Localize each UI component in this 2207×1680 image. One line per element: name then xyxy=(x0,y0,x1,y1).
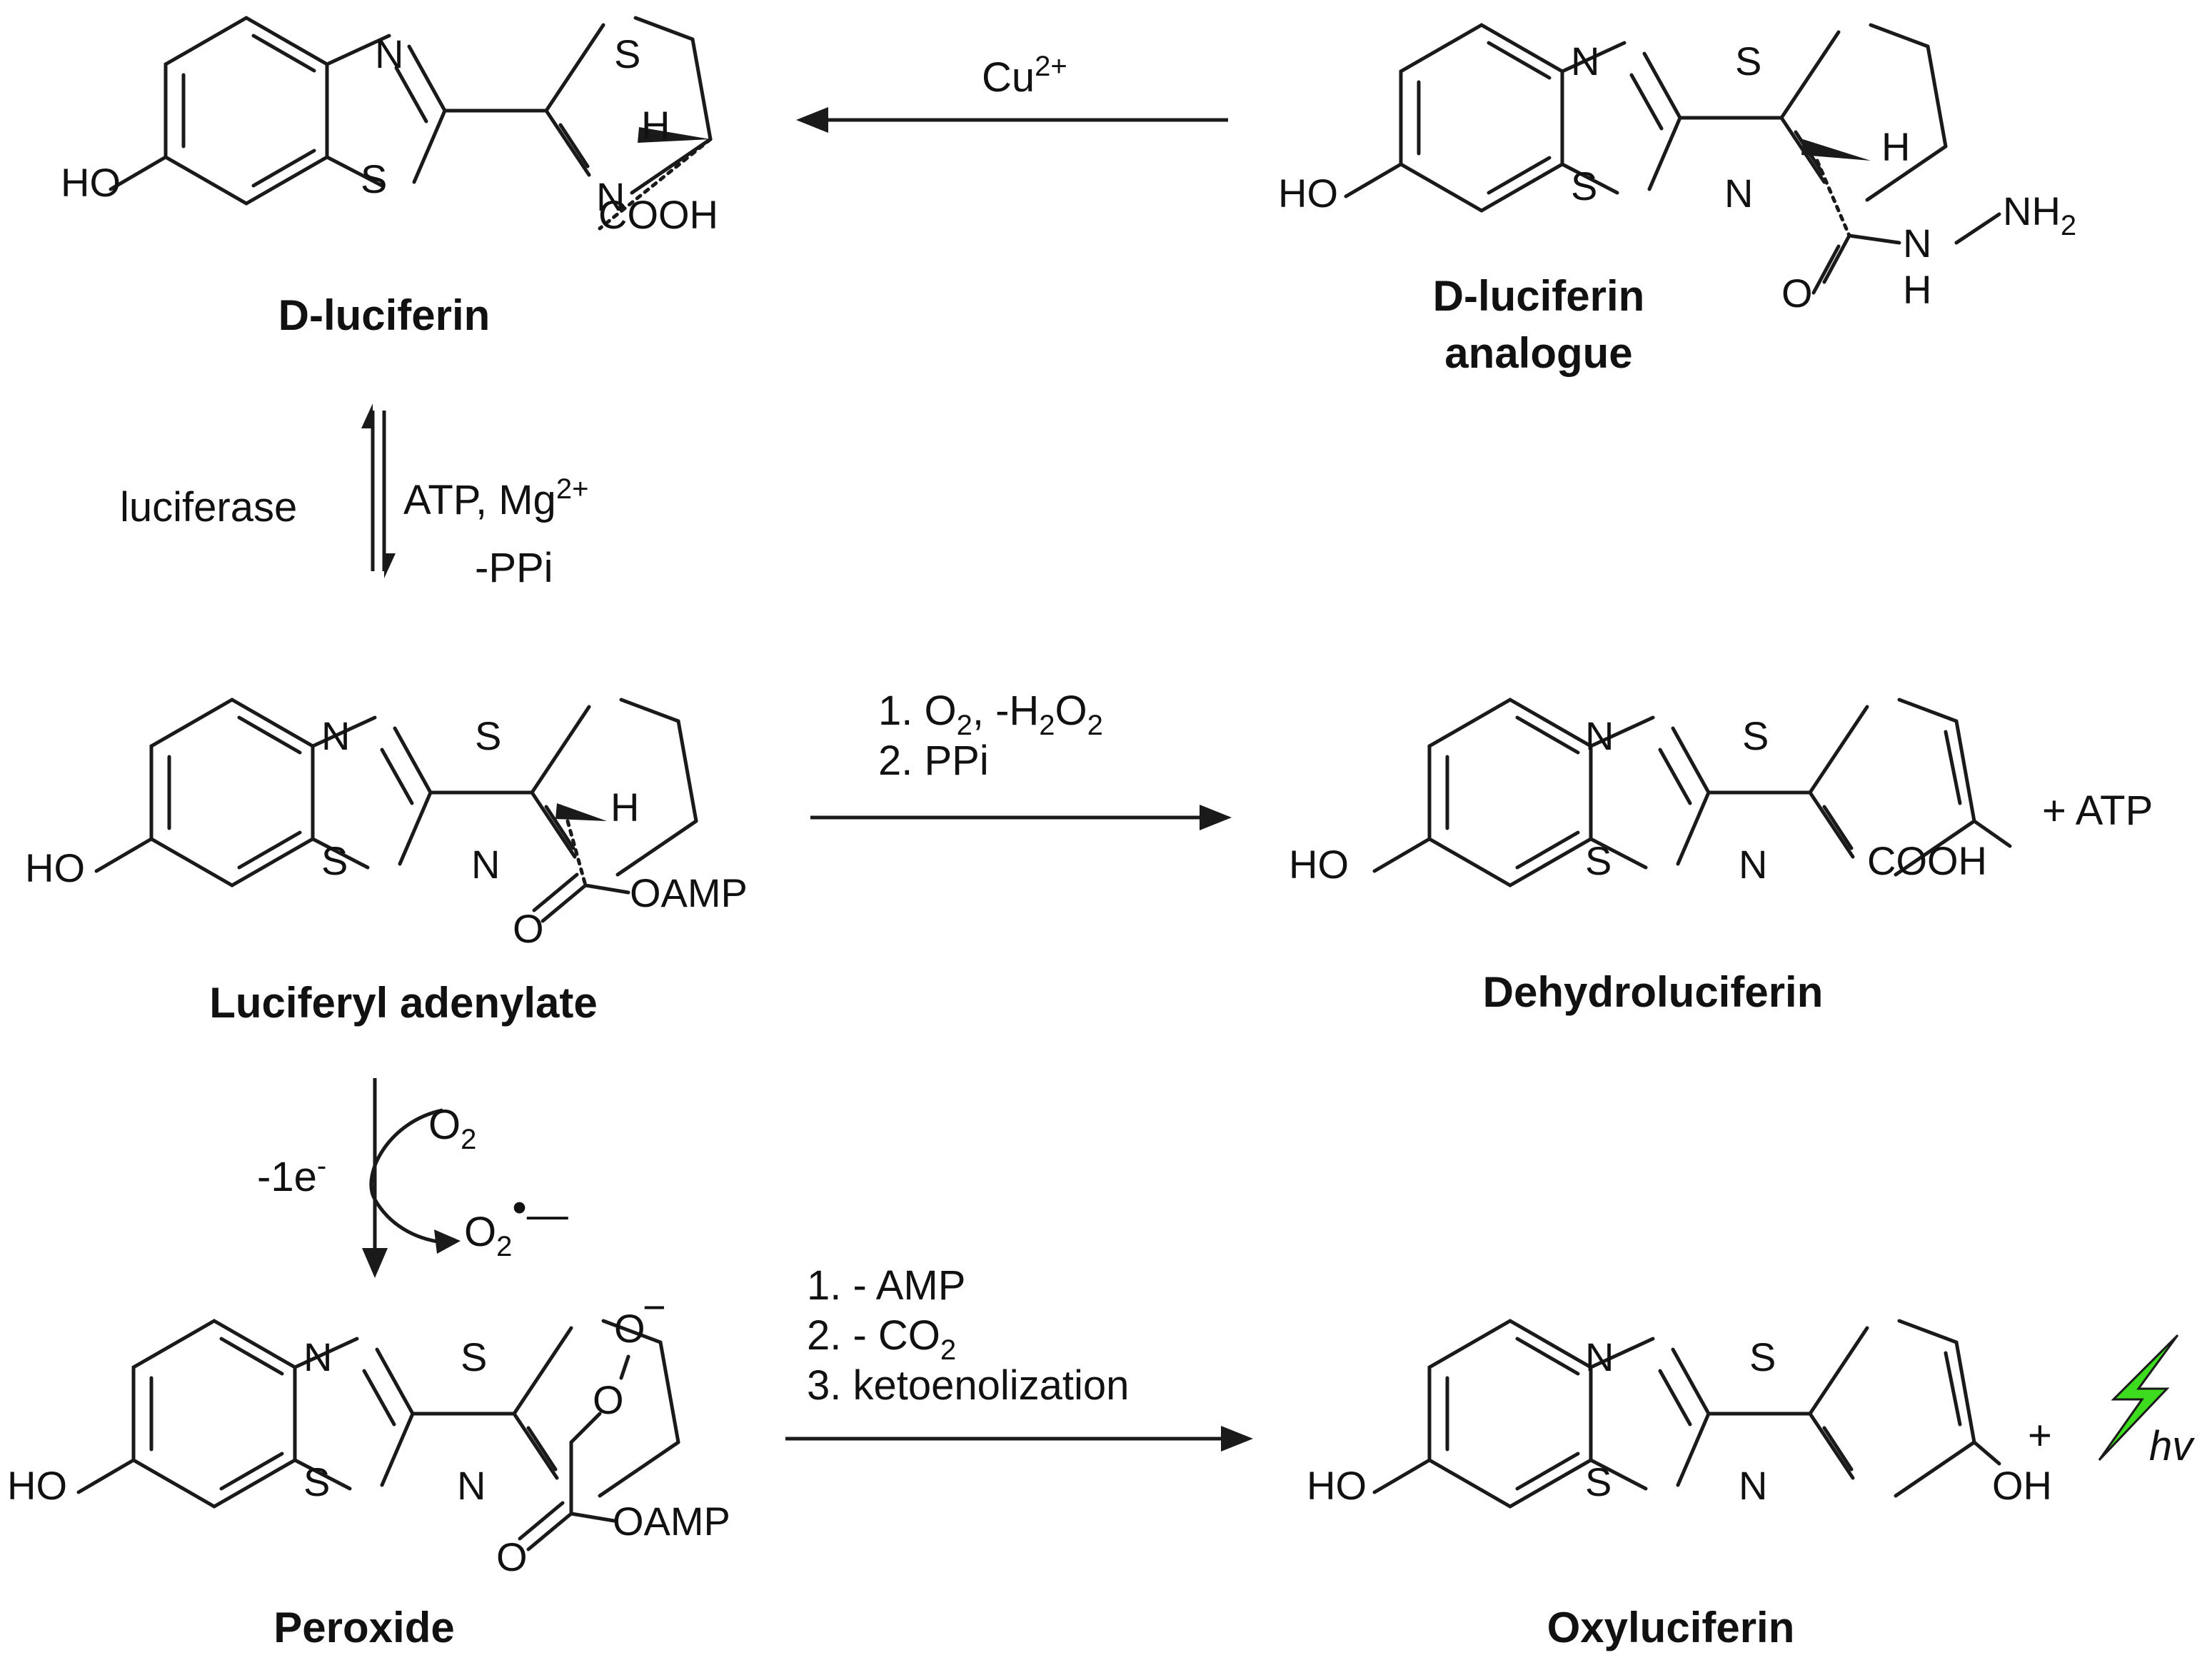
oamp-group: OAMP xyxy=(630,870,748,915)
carboxyl-group: COOH xyxy=(598,192,718,237)
atom-n: N xyxy=(457,1463,486,1508)
atom-ho: HO xyxy=(25,845,85,890)
condition-ppi: -PPi xyxy=(475,545,553,591)
condition-dehydro-step2: 2. PPi xyxy=(878,738,989,784)
condition-oxy-step2: 2. - CO2 xyxy=(807,1312,956,1366)
arrow-to-peroxide xyxy=(362,1078,461,1278)
condition-copper: Cu2+ xyxy=(982,51,1067,101)
plus-atp: + ATP xyxy=(2042,788,2153,834)
hashed-bond xyxy=(565,819,588,887)
atom-ho: HO xyxy=(7,1463,67,1508)
condition-electron: -1e- xyxy=(257,1150,326,1200)
atom-n: N xyxy=(1739,842,1767,887)
equilibrium-arrows xyxy=(361,403,396,578)
compound-name-analogue-line1: D-luciferin xyxy=(1433,272,1645,320)
atom-s: S xyxy=(1735,39,1761,84)
atom-h: H xyxy=(641,103,670,148)
wedge-bond xyxy=(1801,139,1871,161)
atom-s: S xyxy=(614,31,640,76)
oamp-group: OAMP xyxy=(613,1499,730,1544)
atom-ho: HO xyxy=(1289,842,1349,887)
negative-charge: − xyxy=(643,1284,666,1329)
atom-h: H xyxy=(1881,124,1910,169)
compound-name-oxyluciferin: Oxyluciferin xyxy=(1547,1604,1795,1651)
d-luciferin-structure: N S HO S N H COOH xyxy=(61,18,718,237)
atom-s: S xyxy=(1749,1334,1776,1379)
atom-n: N xyxy=(375,31,403,76)
atom-o: O xyxy=(614,1306,645,1351)
atom-s: S xyxy=(303,1459,330,1504)
hashed-bond xyxy=(598,137,713,231)
plus-sign: + xyxy=(2028,1412,2052,1459)
compound-name-analogue-line2: analogue xyxy=(1444,329,1632,377)
condition-oxy-step1: 1. - AMP xyxy=(807,1262,965,1309)
atom-o: O xyxy=(513,906,544,951)
amino-group: NH2 xyxy=(2003,188,2076,241)
atom-s: S xyxy=(1742,713,1769,758)
atom-s: S xyxy=(461,1334,487,1379)
atom-n: N xyxy=(321,713,350,758)
condition-oxy-step3: 3. ketoenolization xyxy=(807,1362,1129,1409)
arrow-to-dehydroluciferin xyxy=(810,805,1232,830)
hydroxyl-group: OH xyxy=(1992,1463,2052,1508)
atom-s: S xyxy=(1571,164,1597,208)
atom-s: S xyxy=(321,838,348,883)
atom-n: N xyxy=(303,1334,332,1379)
atom-n: N xyxy=(471,842,500,887)
compound-name-d-luciferin: D-luciferin xyxy=(278,291,491,339)
condition-luciferase: luciferase xyxy=(120,484,297,530)
compound-name-peroxide: Peroxide xyxy=(273,1604,454,1651)
atom-s: S xyxy=(361,156,387,201)
condition-dehydro-step1: 1. O2, -H2O2 xyxy=(878,688,1103,741)
atom-n: N xyxy=(1724,171,1753,216)
atom-ho: HO xyxy=(61,160,121,205)
photon-label: hv xyxy=(2149,1423,2195,1469)
atom-n: N xyxy=(1739,1463,1767,1508)
atom-h: H xyxy=(1903,267,1931,312)
wedge-bond xyxy=(555,803,607,821)
atom-o: O xyxy=(496,1534,528,1579)
compound-name-adenylate: Luciferyl adenylate xyxy=(209,979,598,1027)
d-luciferin-analogue-structure: N S HO S N H O N H NH2 xyxy=(1278,25,2076,316)
atom-s: S xyxy=(475,713,501,758)
oxyluciferin-structure: N S HO S N OH xyxy=(1307,1321,2052,1508)
atom-o: O xyxy=(593,1377,624,1422)
atom-h: H xyxy=(610,785,639,830)
atom-n: N xyxy=(1571,39,1599,84)
hashed-bond xyxy=(1815,159,1851,238)
luciferyl-adenylate-structure: N S HO S N H O OAMP xyxy=(25,700,748,951)
condition-o2-in: O2 xyxy=(428,1102,476,1155)
lightning-bolt-icon xyxy=(2098,1334,2179,1462)
arrow-to-oxyluciferin xyxy=(785,1426,1253,1452)
arrow-analogue-to-luciferin xyxy=(796,107,1228,133)
peroxide-structure: N S HO S N O O − O OAMP xyxy=(7,1284,730,1579)
atom-ho: HO xyxy=(1278,171,1338,216)
atom-o: O xyxy=(1781,271,1813,316)
carboxyl-group: COOH xyxy=(1867,838,1987,883)
atom-ho: HO xyxy=(1307,1463,1367,1508)
atom-n: N xyxy=(1585,713,1614,758)
dehydroluciferin-structure: N S HO S N COOH xyxy=(1289,700,2012,887)
compound-name-dehydroluciferin: Dehydroluciferin xyxy=(1483,968,1824,1016)
condition-superoxide: O2•— xyxy=(464,1184,568,1262)
atom-n: N xyxy=(1903,221,1931,266)
condition-atp-mg: ATP, Mg2+ xyxy=(403,473,588,523)
atom-s: S xyxy=(1585,838,1612,883)
wedge-bond xyxy=(638,127,710,143)
atom-s: S xyxy=(1585,1459,1612,1504)
atom-n: N xyxy=(1585,1334,1614,1379)
